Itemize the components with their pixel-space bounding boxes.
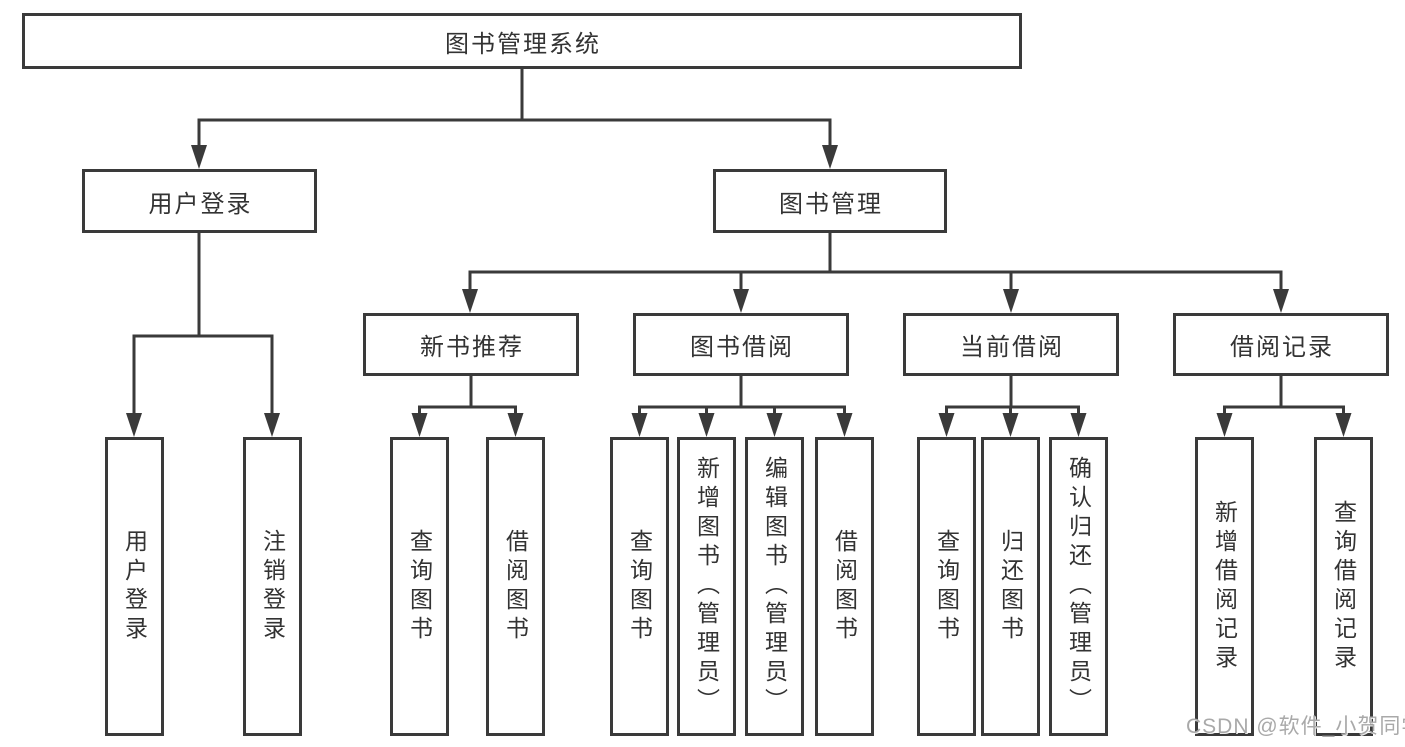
leaf-query-book-current: 查询图书 <box>917 437 976 736</box>
leaf-edit-book-admin: 编辑图书（管理员） <box>745 437 804 736</box>
csdn-watermark: CSDN @软件_小贺同学 <box>1186 715 1405 738</box>
connector-borrow-records-to-leaves <box>1216 374 1352 437</box>
leaf-add-borrow-record: 新增借阅记录 <box>1195 437 1254 736</box>
connector-current-borrow-to-leaves <box>938 374 1087 437</box>
connector-new-book-recommend-to-leaves <box>411 374 524 437</box>
connector-book-management-to-level3 <box>462 231 1289 313</box>
leaf-query-book-borrow: 查询图书 <box>610 437 669 736</box>
leaf-logout: 注销登录 <box>243 437 302 736</box>
connector-user-login-to-leaves <box>126 231 280 437</box>
leaf-add-book-admin: 新增图书（管理员） <box>677 437 736 736</box>
node-library-management-system: 图书管理系统 <box>22 13 1022 69</box>
node-book-borrow: 图书借阅 <box>633 313 849 376</box>
node-user-login: 用户登录 <box>82 169 317 233</box>
leaf-user-login: 用户登录 <box>105 437 164 736</box>
node-current-borrow: 当前借阅 <box>903 313 1119 376</box>
connector-root-to-level2 <box>191 67 838 169</box>
connector-book-borrow-to-leaves <box>631 374 853 437</box>
leaf-borrow-book-recommend: 借阅图书 <box>486 437 545 736</box>
leaf-query-book-recommend: 查询图书 <box>390 437 449 736</box>
leaf-confirm-return-admin: 确认归还（管理员） <box>1049 437 1108 736</box>
leaf-borrow-book: 借阅图书 <box>815 437 874 736</box>
node-book-management: 图书管理 <box>713 169 947 233</box>
leaf-return-book: 归还图书 <box>981 437 1040 736</box>
leaf-query-borrow-record: 查询借阅记录 <box>1314 437 1373 736</box>
node-new-book-recommend: 新书推荐 <box>363 313 579 376</box>
node-borrow-records: 借阅记录 <box>1173 313 1389 376</box>
